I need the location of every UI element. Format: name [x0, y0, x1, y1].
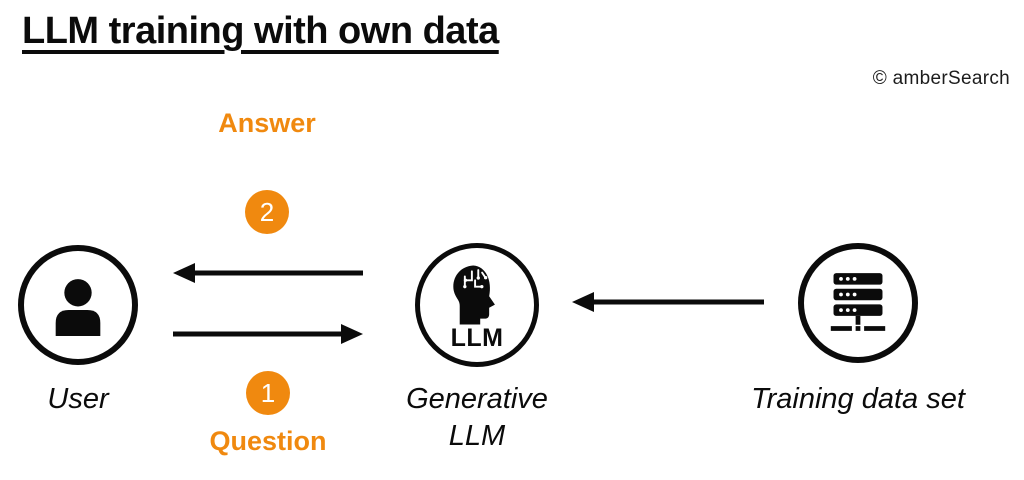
answer-label: Answer — [218, 108, 316, 138]
step-1-badge: 1 — [246, 371, 290, 415]
answer-arrow-icon — [173, 263, 363, 283]
step-1-number: 1 — [260, 377, 276, 408]
llm-label-line2: LLM — [448, 420, 506, 452]
question-label: Question — [209, 426, 327, 456]
server-icon — [830, 273, 886, 331]
ai-head-icon — [453, 265, 495, 325]
user-label: User — [47, 383, 109, 415]
llm-label-line1: Generative — [406, 383, 548, 415]
llm-badge-text: LLM — [450, 324, 504, 352]
person-icon — [55, 279, 101, 336]
copyright-notice: © amberSearch — [872, 68, 1010, 89]
step-2-badge: 2 — [245, 190, 289, 234]
dataset-label: Training data set — [751, 383, 965, 415]
dataset-node — [798, 243, 918, 363]
question-arrow-icon — [173, 324, 363, 344]
diagram-title: LLM training with own data — [22, 10, 499, 52]
llm-node: LLM — [415, 243, 539, 367]
dataset-arrow-icon — [572, 292, 764, 312]
step-2-number: 2 — [259, 196, 275, 227]
user-node — [18, 245, 138, 365]
llm-label: Generative LLM — [406, 381, 548, 455]
